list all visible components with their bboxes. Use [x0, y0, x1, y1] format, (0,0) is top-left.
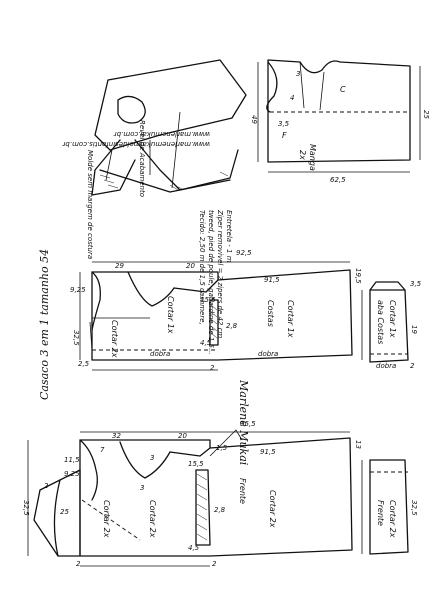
fabric-notes: Tecido: 2,50 m de 1,5 cashmere, tweed, p…	[198, 209, 233, 355]
flap-dim-19-5: 19,5	[354, 268, 362, 284]
front-dim-11-5: 11,5	[64, 456, 80, 464]
fabric-line-4: Entretela - 1 m	[225, 210, 233, 263]
sleeve-dim-3-5: 3,5	[278, 120, 290, 128]
back-dim-20: 20	[186, 262, 195, 270]
back-dim-91-5: 91,5	[264, 276, 280, 284]
sleeve-dim-62-5: 62,5	[330, 176, 346, 184]
front-facing-piece: 13 32,5 Frente Cortar 2x	[354, 440, 418, 555]
front-dim-20: 20	[178, 432, 187, 440]
back-name: Costas	[266, 300, 275, 327]
back-dim-2-8: 2,8	[226, 322, 238, 330]
back-cut: Cortar 1x	[286, 300, 295, 338]
pattern-title: Casaco 3 em 1 tamanho 54	[38, 249, 51, 400]
note-collar: Revel de Acabamento	[138, 120, 146, 197]
website-line-2: www.marlenemukaimoldesinfantis.com.br	[61, 140, 210, 148]
front-dim-25: 25	[60, 508, 69, 516]
front-dim-15-5: 15,5	[188, 460, 204, 468]
flap-cut: Cortar 1x	[388, 300, 397, 338]
website-line-1: www.marlenemukai.com.br	[113, 130, 210, 138]
front-side-dim-7: 7	[100, 446, 105, 454]
signature: Marlene Mukai	[237, 379, 250, 465]
sleeve-piece: 49 62,5 25 4 3 3,5 C F Manga 2x	[250, 59, 430, 184]
front-dim-91-5: 91,5	[260, 448, 276, 456]
front-dim-3: 3	[140, 484, 144, 492]
facing-dim-32-5: 32,5	[410, 500, 418, 516]
front-dim-2b: 2	[212, 560, 217, 568]
back-fold: dobra	[258, 350, 278, 358]
flap-dim-2: 2	[410, 362, 415, 370]
note-seam-allowance: Molde sem margem de costura	[86, 150, 94, 259]
sleeve-cut: 2x	[298, 150, 307, 160]
front-dim-9-25: 9,25	[64, 470, 80, 478]
front-dim-32: 32	[112, 432, 121, 440]
back-dim-32-5: 32,5	[72, 330, 80, 346]
sleeve-dim-3: 3	[296, 70, 300, 78]
flap-name: aba Costas	[376, 300, 385, 344]
sleeve-dim-4: 4	[290, 94, 294, 102]
sleeve-name: Manga	[308, 144, 317, 171]
flap-dim-19: 19	[410, 325, 418, 334]
back-piece: 92,5 29 20 91,5 32,5 9,25 2,5 15,5 4,5 2…	[70, 249, 353, 372]
flap-fold: dobra	[376, 362, 396, 370]
back-side-cut: Cortar 2x	[110, 320, 119, 358]
facing-cut: Cortar 2x	[388, 500, 397, 538]
front-dim-4-5: 4,5	[188, 544, 200, 552]
front-dim-95-5: 95,5	[240, 420, 256, 428]
front-dim-32-5: 32,5	[22, 500, 30, 516]
front-dim-2-8: 2,8	[214, 506, 226, 514]
flap-dim-3-5: 3,5	[410, 280, 422, 288]
facing-name: Frente	[376, 500, 385, 526]
facing-dim-13: 13	[354, 440, 362, 449]
back-dim-15-5: 15,5	[200, 296, 216, 304]
sleeve-letter-f: F	[282, 131, 287, 140]
fabric-line-3: Ziper removivel = 2 zipers de 42 cm	[216, 209, 224, 338]
front-side-dim-3: 3	[150, 454, 154, 462]
sleeve-dim-25: 25	[422, 110, 430, 119]
front-dim-2: 2	[44, 482, 49, 490]
website-credits: www.marlenemukai.com.br www.marlenemukai…	[61, 130, 210, 148]
front-piece: 95,5 32 20 91,5 32,5 11,5 9,25 25 3 2 15…	[22, 420, 353, 568]
fabric-line-1: Tecido: 2,50 m de 1,5 cashmere,	[198, 210, 206, 325]
back-dim-2-5: 2,5	[78, 360, 90, 368]
front-side-cut: Cortar 2x	[102, 500, 111, 538]
back-dim-4-5: 4,5	[200, 339, 212, 347]
back-dim-29: 29	[115, 262, 124, 270]
front-dim-2c: 2	[76, 560, 81, 568]
front-cut: Cortar 2x	[268, 490, 277, 528]
back-side-cut-2: Cortar 1x	[166, 296, 175, 334]
back-flap-piece: 19,5 3,5 2 19 aba Costas Cortar 1x dobra	[354, 268, 422, 370]
back-dim-9-25: 9,25	[70, 286, 86, 294]
front-dim-1-5: 1,5	[216, 444, 228, 452]
sleeve-letter-c: C	[340, 85, 346, 94]
back-dim-2: 2	[210, 364, 215, 372]
coat-sketch	[91, 59, 247, 196]
back-dim-92-5: 92,5	[236, 249, 252, 257]
fabric-line-2: tweed, pied de poule, gabardine de 1,5..…	[207, 210, 215, 355]
sleeve-dim-49: 49	[250, 115, 258, 124]
front-name: Frente	[238, 478, 247, 504]
back-side-fold: dobra	[150, 350, 170, 358]
front-side-cut-2: Cortar 2x	[148, 500, 157, 538]
